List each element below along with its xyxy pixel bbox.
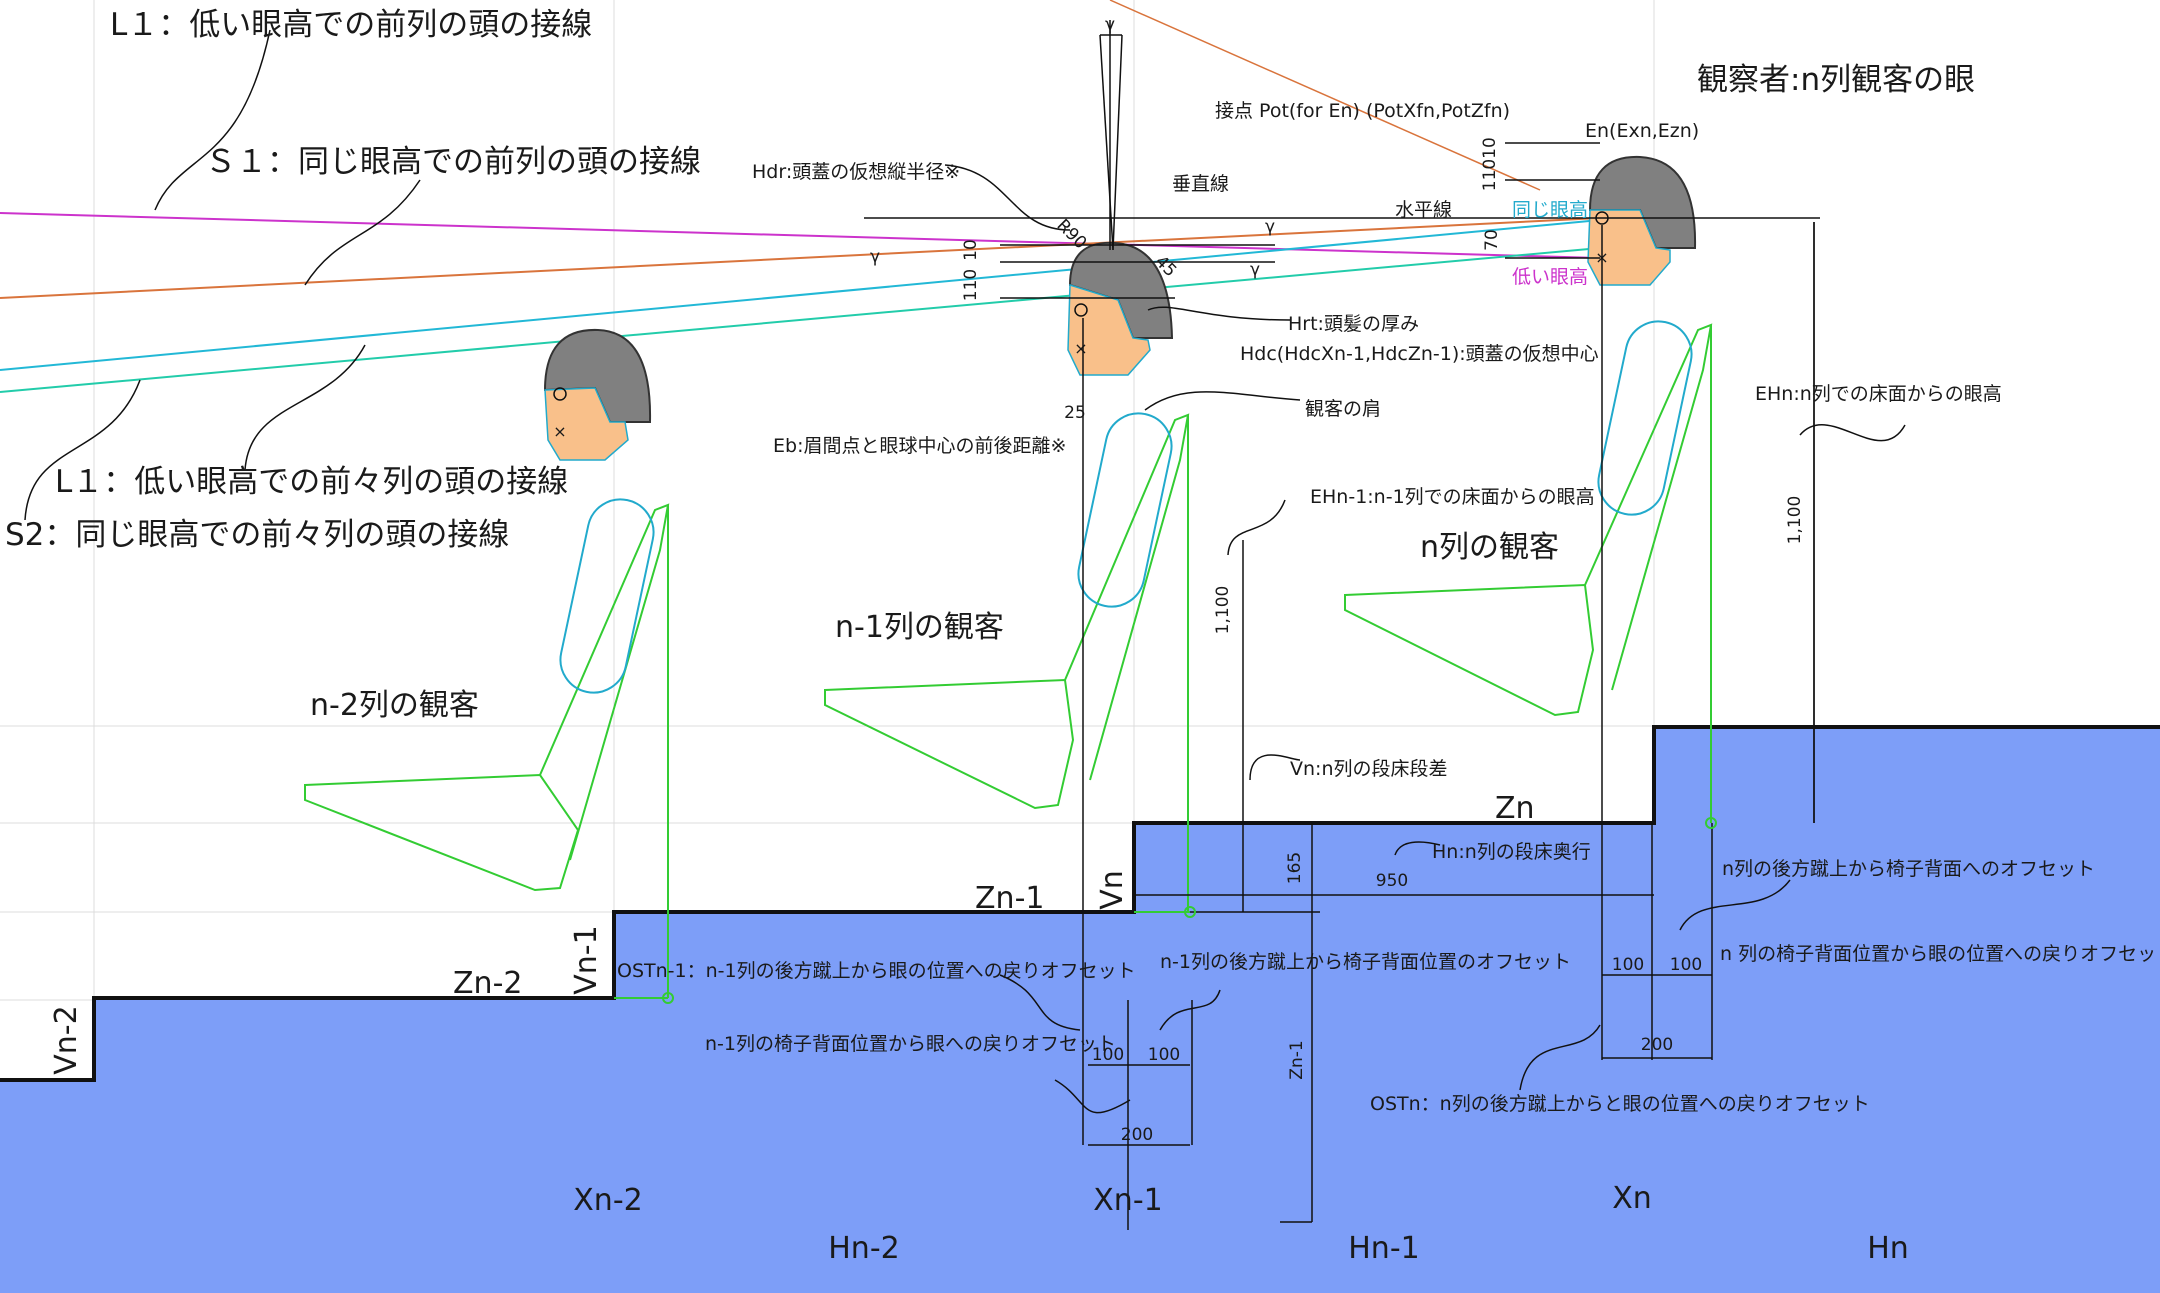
label-ehn: EHn:n列での床面からの眼高 [1755, 383, 2002, 405]
label-en: En(Exn,Ezn) [1585, 120, 1699, 142]
label-back-n1: n-1列の後方蹴上から椅子背面位置のオフセット [1160, 951, 1571, 973]
label-zn2: Zn-2 [453, 966, 522, 1001]
dim-100-d: 100 [1670, 955, 1702, 975]
label-observer: 観察者:n列観客の眼 [1697, 62, 1975, 98]
text-labels: L１：低い眼高での前列の頭の接線 Ｓ１：同じ眼高での前列の頭の接線 L１：低い眼… [5, 7, 2160, 1266]
dim-10-right: 10 [1480, 137, 1500, 159]
sight-lines [0, 0, 1601, 393]
label-ehn1: EHn-1:n-1列での床面からの眼高 [1310, 486, 1595, 508]
eye-markers [614, 817, 1717, 1004]
label-ost-n: OSTn：n列の後方蹴上からと眼の位置への戻りオフセット [1370, 1093, 1870, 1115]
label-vn-desc: Vn:n列の段床段差 [1290, 758, 1447, 780]
label-horizontal: 水平線 [1395, 199, 1452, 221]
label-zn1: Zn-1 [975, 881, 1044, 916]
seat-row-n2 [304, 503, 670, 998]
floor-edge [0, 725, 2160, 1082]
head-row-n1: × [1067, 241, 1174, 376]
label-hn: Hn [1867, 1231, 1909, 1266]
label-hrt: Hrt:頭髪の厚み [1288, 313, 1419, 335]
line-s1-magenta [0, 212, 1601, 259]
seat-row-n1 [824, 413, 1190, 912]
label-hdr: Hdr:頭蓋の仮想縦半径※ [752, 161, 960, 183]
gamma-mid: γ [1265, 217, 1275, 237]
label-back-n: n列の後方蹴上から椅子背面へのオフセット [1722, 858, 2095, 880]
label-row-n2: n-2列の観客 [310, 688, 479, 723]
dim-110-right: 110 [1480, 159, 1500, 191]
dim-100-a: 100 [1092, 1045, 1124, 1065]
dim-950: 950 [1376, 871, 1408, 891]
label-xn1: Xn-1 [1093, 1183, 1162, 1218]
label-vn1: Vn-1 [569, 925, 604, 994]
label-seat-n1: n-1列の椅子背面位置から眼への戻りオフセット [705, 1033, 1116, 1055]
svg-text:×: × [1074, 339, 1087, 358]
head-row-n2: × [543, 328, 652, 461]
gamma-top: γ [1105, 15, 1115, 35]
label-row-n: n列の観客 [1420, 530, 1559, 565]
dim-r90: R90 [1053, 216, 1091, 254]
label-pot: 接点 Pot(for En) (PotXfn,PotZfn) [1215, 100, 1510, 122]
label-ost-n1: OSTn-1：n-1列の後方蹴上から眼の位置への戻りオフセット [617, 960, 1136, 982]
dim-1100-n1: 1,100 [1213, 586, 1233, 635]
label-hn-desc: Hn:n列の段床奥行 [1432, 841, 1591, 863]
seat-row-n [1344, 323, 1713, 823]
label-seat-n: n 列の椅子背面位置から眼の位置への戻りオフセット [1720, 943, 2160, 965]
gamma-left: γ [870, 247, 880, 267]
dim-165: 165 [1285, 852, 1305, 884]
label-l1-front: L１：低い眼高での前列の頭の接線 [110, 7, 592, 43]
label-zn: Zn [1495, 791, 1535, 826]
dim-200-left: 200 [1121, 1125, 1153, 1145]
label-hn1: Hn-1 [1348, 1231, 1419, 1266]
line-l1-cyan [0, 219, 1601, 371]
label-hn2: Hn-2 [828, 1231, 899, 1266]
dim-100-b: 100 [1148, 1045, 1180, 1065]
dim-zn1: Zn-1 [1287, 1040, 1307, 1079]
seats [304, 323, 1713, 998]
dim-25: 25 [1064, 403, 1086, 423]
label-vn2: Vn-2 [49, 1005, 84, 1074]
label-shoulder: 観客の肩 [1305, 398, 1381, 420]
label-same-eye: 同じ眼高 [1512, 199, 1588, 221]
label-vn: Vn [1095, 870, 1130, 910]
dim-110-left: 110 [961, 269, 981, 301]
label-s1-front: Ｓ１：同じ眼高での前列の頭の接線 [205, 144, 701, 180]
label-row-n1: n-1列の観客 [835, 610, 1004, 645]
label-s2-twoahead: S2：同じ眼高での前々列の頭の接線 [5, 517, 509, 553]
stepped-floor [0, 727, 2160, 1293]
gamma-wedge [1099, 34, 1123, 251]
dim-200-right: 200 [1641, 1035, 1673, 1055]
line-top-orange [1109, 0, 1541, 191]
head-row-n: × [1587, 155, 1697, 286]
line-l1-orange [0, 217, 1601, 299]
label-xn: Xn [1612, 1181, 1652, 1216]
dim-10-left: 10 [961, 239, 981, 261]
label-vertical: 垂直線 [1172, 173, 1229, 195]
dim-1100-n: 1,100 [1785, 496, 1805, 545]
svg-text:×: × [553, 422, 566, 441]
dim-100-c: 100 [1612, 955, 1644, 975]
label-eb: Eb:眉間点と眼球中心の前後距離※ [773, 435, 1066, 457]
label-xn2: Xn-2 [573, 1183, 642, 1218]
leader-curves [24, 29, 1906, 1114]
label-hdc: Hdc(HdcXn-1,HdcZn-1):頭蓋の仮想中心 [1240, 343, 1599, 365]
dim-70: 70 [1482, 229, 1502, 251]
label-l1-twoahead: L１：低い眼高での前々列の頭の接線 [55, 464, 568, 500]
spectator-bodies [559, 320, 1693, 694]
line-s2-teal [0, 247, 1601, 393]
gamma-lower: γ [1250, 260, 1260, 280]
label-low-eye: 低い眼高 [1512, 266, 1588, 288]
